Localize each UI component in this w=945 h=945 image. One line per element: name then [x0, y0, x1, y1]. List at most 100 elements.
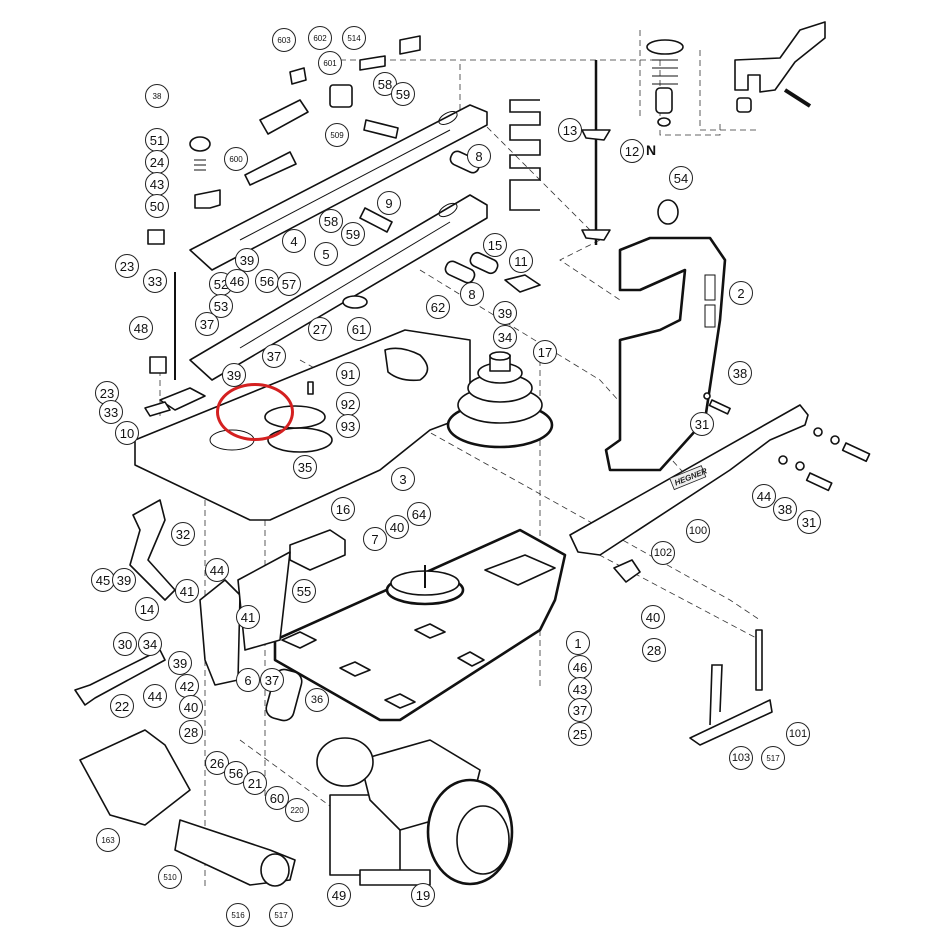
- machine-base: [273, 528, 567, 722]
- part-callout-1: 1: [566, 631, 590, 655]
- part-callout-19: 19: [411, 883, 435, 907]
- part-callout-603: 603: [272, 28, 296, 52]
- part-callout-43: 43: [568, 677, 592, 701]
- part-callout-8: 8: [467, 144, 491, 168]
- part-callout-13: 13: [558, 118, 582, 142]
- part-callout-15: 15: [483, 233, 507, 257]
- part-callout-35: 35: [293, 455, 317, 479]
- part-callout-6: 6: [236, 668, 260, 692]
- part-callout-49: 49: [327, 883, 351, 907]
- part-callout-36: 36: [305, 688, 329, 712]
- part-callout-61: 61: [347, 317, 371, 341]
- machine-frame: [604, 236, 727, 472]
- part-callout-46: 46: [225, 269, 249, 293]
- part-callout-38: 38: [728, 361, 752, 385]
- part-callout-50: 50: [145, 194, 169, 218]
- part-callout-601: 601: [318, 51, 342, 75]
- bushing-8-lower: [444, 260, 476, 284]
- part-suffix-n: N: [646, 142, 657, 158]
- part-callout-64: 64: [407, 502, 431, 526]
- part-callout-517: 517: [761, 746, 785, 770]
- part-callout-100: 100: [686, 519, 710, 543]
- part-callout-40: 40: [641, 605, 665, 629]
- part-callout-38: 38: [145, 84, 169, 108]
- part-callout-41: 41: [236, 605, 260, 629]
- part-callout-40: 40: [179, 695, 203, 719]
- part-callout-25: 25: [568, 722, 592, 746]
- part-callout-39: 39: [235, 248, 259, 272]
- part-callout-10: 10: [115, 421, 139, 445]
- part-callout-54: 54: [669, 166, 693, 190]
- part-callout-510: 510: [158, 865, 182, 889]
- tension-rod: [581, 60, 611, 245]
- part-callout-12: 12: [620, 139, 644, 163]
- part-callout-59: 59: [341, 222, 365, 246]
- part-callout-31: 31: [690, 412, 714, 436]
- part-callout-33: 33: [143, 269, 167, 293]
- part-callout-163: 163: [96, 828, 120, 852]
- part-callout-58: 58: [319, 209, 343, 233]
- part-callout-37: 37: [195, 312, 219, 336]
- part-callout-30: 30: [113, 632, 137, 656]
- part-callout-514: 514: [342, 26, 366, 50]
- part-callout-44: 44: [143, 684, 167, 708]
- top-left-hardware: [189, 35, 421, 233]
- blade-holder-stand-101: [689, 629, 773, 746]
- part-callout-14: 14: [135, 597, 159, 621]
- part-callout-21: 21: [243, 771, 267, 795]
- part-callout-24: 24: [145, 150, 169, 174]
- part-callout-43: 43: [145, 172, 169, 196]
- part-callout-16: 16: [331, 497, 355, 521]
- part-callout-28: 28: [642, 638, 666, 662]
- switch-16: [289, 529, 346, 571]
- bushing-15: [469, 251, 499, 275]
- part-callout-3: 3: [391, 467, 415, 491]
- highlight-ring: [216, 383, 294, 441]
- part-callout-92: 92: [336, 392, 360, 416]
- part-callout-517: 517: [269, 903, 293, 927]
- part-callout-37: 37: [260, 668, 284, 692]
- part-callout-2: 2: [729, 281, 753, 305]
- part-callout-59: 59: [391, 82, 415, 106]
- part-callout-8: 8: [460, 282, 484, 306]
- blade-clamps: [144, 229, 206, 417]
- part-callout-91: 91: [336, 362, 360, 386]
- part-callout-600: 600: [224, 147, 248, 171]
- top-right-parts: [646, 21, 826, 127]
- part-callout-39: 39: [112, 568, 136, 592]
- part-callout-44: 44: [752, 484, 776, 508]
- part-callout-22: 22: [110, 694, 134, 718]
- part-callout-41: 41: [175, 579, 199, 603]
- part-callout-48: 48: [129, 316, 153, 340]
- part-callout-39: 39: [168, 651, 192, 675]
- part-callout-56: 56: [255, 269, 279, 293]
- part-callout-33: 33: [99, 400, 123, 424]
- part-callout-28: 28: [179, 720, 203, 744]
- part-callout-103: 103: [729, 746, 753, 770]
- clamp-11: [504, 274, 541, 293]
- spring-13: [509, 99, 541, 211]
- part-callout-42: 42: [175, 674, 199, 698]
- motor: [316, 737, 514, 886]
- part-callout-34: 34: [493, 325, 517, 349]
- part-callout-38: 38: [773, 497, 797, 521]
- part-callout-45: 45: [91, 568, 115, 592]
- part-callout-602: 602: [308, 26, 332, 50]
- part-callout-46: 46: [568, 655, 592, 679]
- part-callout-44: 44: [205, 558, 229, 582]
- part-callout-37: 37: [568, 698, 592, 722]
- part-callout-39: 39: [493, 301, 517, 325]
- part-callout-37: 37: [262, 344, 286, 368]
- upper-arm: [189, 104, 488, 271]
- part-callout-53: 53: [209, 294, 233, 318]
- part-callout-516: 516: [226, 903, 250, 927]
- part-callout-32: 32: [171, 522, 195, 546]
- part-callout-39: 39: [222, 363, 246, 387]
- part-callout-5: 5: [314, 242, 338, 266]
- dust-bellows: [446, 351, 554, 449]
- part-callout-62: 62: [426, 295, 450, 319]
- dust-chute: [79, 729, 296, 887]
- part-callout-9: 9: [377, 191, 401, 215]
- part-callout-17: 17: [533, 340, 557, 364]
